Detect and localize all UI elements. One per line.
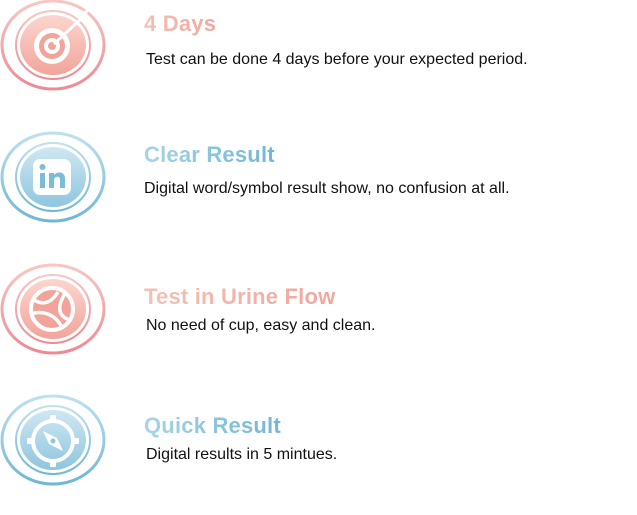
- feature-item-quick-result: Quick Result Digital results in 5 mintue…: [0, 393, 637, 503]
- feature-title: 4 Days: [144, 11, 217, 36]
- linkedin-icon: [0, 130, 107, 224]
- feature-description: Digital word/symbol result show, no conf…: [144, 180, 510, 197]
- feature-description: Test can be done 4 days before your expe…: [146, 51, 528, 68]
- feature-title: Test in Urine Flow: [144, 284, 336, 309]
- feature-title: Clear Result: [144, 142, 275, 167]
- feature-item-test-in-urine-flow: Test in Urine Flow No need of cup, easy …: [0, 262, 637, 372]
- feature-description: No need of cup, easy and clean.: [146, 317, 376, 334]
- feature-description: Digital results in 5 mintues.: [146, 446, 338, 463]
- compass-icon: [0, 393, 107, 487]
- feature-title: Quick Result: [144, 413, 281, 438]
- feature-item-clear-result: Clear Result Digital word/symbol result …: [0, 130, 637, 240]
- dribbble-icon: [0, 262, 107, 356]
- target-icon: [0, 0, 107, 92]
- feature-item-4-days: 4 Days Test can be done 4 days before yo…: [0, 0, 637, 110]
